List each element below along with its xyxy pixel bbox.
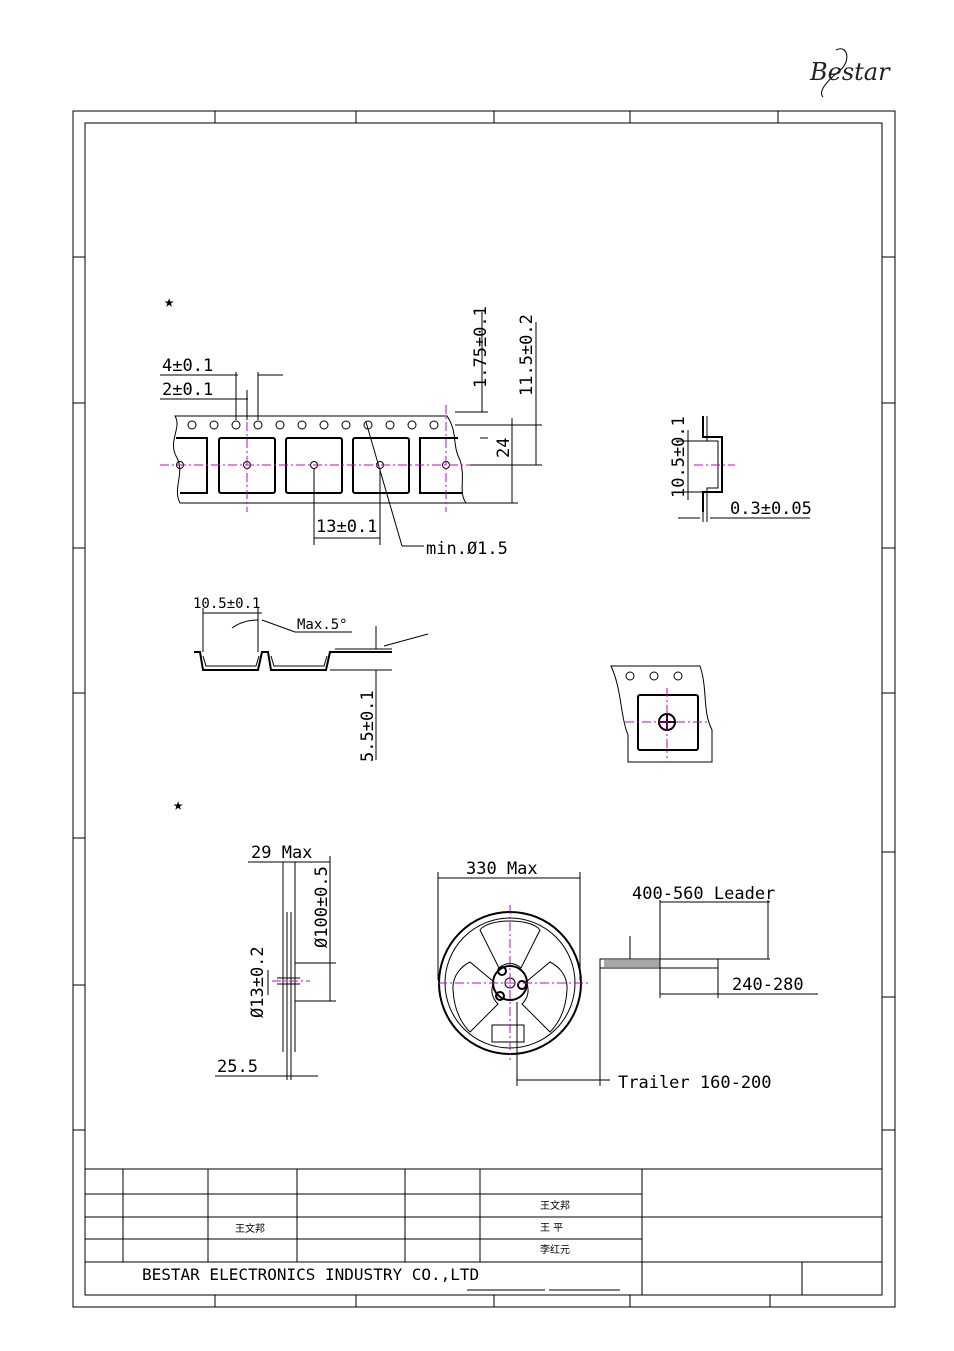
dim-hub-diameter: Ø100±0.5	[312, 866, 332, 948]
company-name: BESTAR ELECTRONICS INDUSTRY CO.,LTD	[142, 1265, 479, 1284]
dim-cover-tape: 240-280	[732, 975, 804, 995]
title-block: 王文邦 王文邦 王 平 李红元 BESTAR ELECTRONICS INDUS…	[85, 1168, 882, 1295]
dim-inner-width: 25.5	[217, 1057, 258, 1077]
dim-reel-diameter: 330 Max	[466, 859, 538, 879]
reel-front-view: 330 Max Trailer 160-200 400-560 Leader 2…	[437, 859, 818, 1093]
dim-pocket-pitch: 13±0.1	[316, 517, 377, 537]
drawing-frame	[72, 110, 896, 1308]
dim-cover-height: 5.5±0.1	[358, 690, 378, 762]
tape-section-star: ★	[164, 292, 174, 312]
dim-hole-row-to-center: 11.5±0.2	[517, 314, 537, 396]
dim-edge-to-hole: 1.75±0.1	[471, 306, 491, 388]
dim-tape-thickness: 0.3±0.05	[730, 499, 812, 519]
logo-text: Bestar	[809, 58, 891, 86]
dim-leader: 400-560 Leader	[632, 884, 775, 904]
dim-trailer: Trailer 160-200	[618, 1073, 772, 1093]
reel-section-star: ★	[173, 795, 183, 815]
dim-hole-to-pocket: 2±0.1	[162, 380, 213, 400]
dim-reel-width-max: 29 Max	[251, 843, 312, 863]
dim-pocket-width: 10.5±0.1	[193, 596, 260, 612]
name-cell-3: 王 平	[540, 1223, 563, 1234]
dim-max-angle: Max.5°	[297, 617, 348, 633]
dim-arbor-diameter: Ø13±0.2	[248, 946, 268, 1018]
dim-hole-pitch: 4±0.1	[162, 356, 213, 376]
name-cell-4: 李红元	[540, 1243, 570, 1256]
bestar-logo: Bestar	[809, 48, 891, 98]
name-cell-1: 王文邦	[540, 1199, 570, 1212]
sprocket-holes	[187, 420, 439, 430]
tape-cross-section: 10.5±0.1 0.3±0.05	[669, 416, 812, 522]
dim-pocket-hole: min.Ø1.5	[426, 539, 508, 559]
dim-pocket-depth: 10.5±0.1	[669, 416, 689, 498]
reel-side-view: 29 Max Ø100±0.5 Ø13±0.2 25.5	[215, 843, 336, 1080]
name-cell-2: 王文邦	[235, 1222, 265, 1235]
tape-orientation-detail	[610, 665, 713, 763]
dim-tape-width: 24	[494, 438, 514, 458]
tape-side-profile: 10.5±0.1 Max.5° 5.5±0.1	[193, 596, 429, 762]
carrier-tape-view: 4±0.1 2±0.1 1.75±0.1 24 11.5±0.2 13±0.1 …	[160, 306, 542, 559]
